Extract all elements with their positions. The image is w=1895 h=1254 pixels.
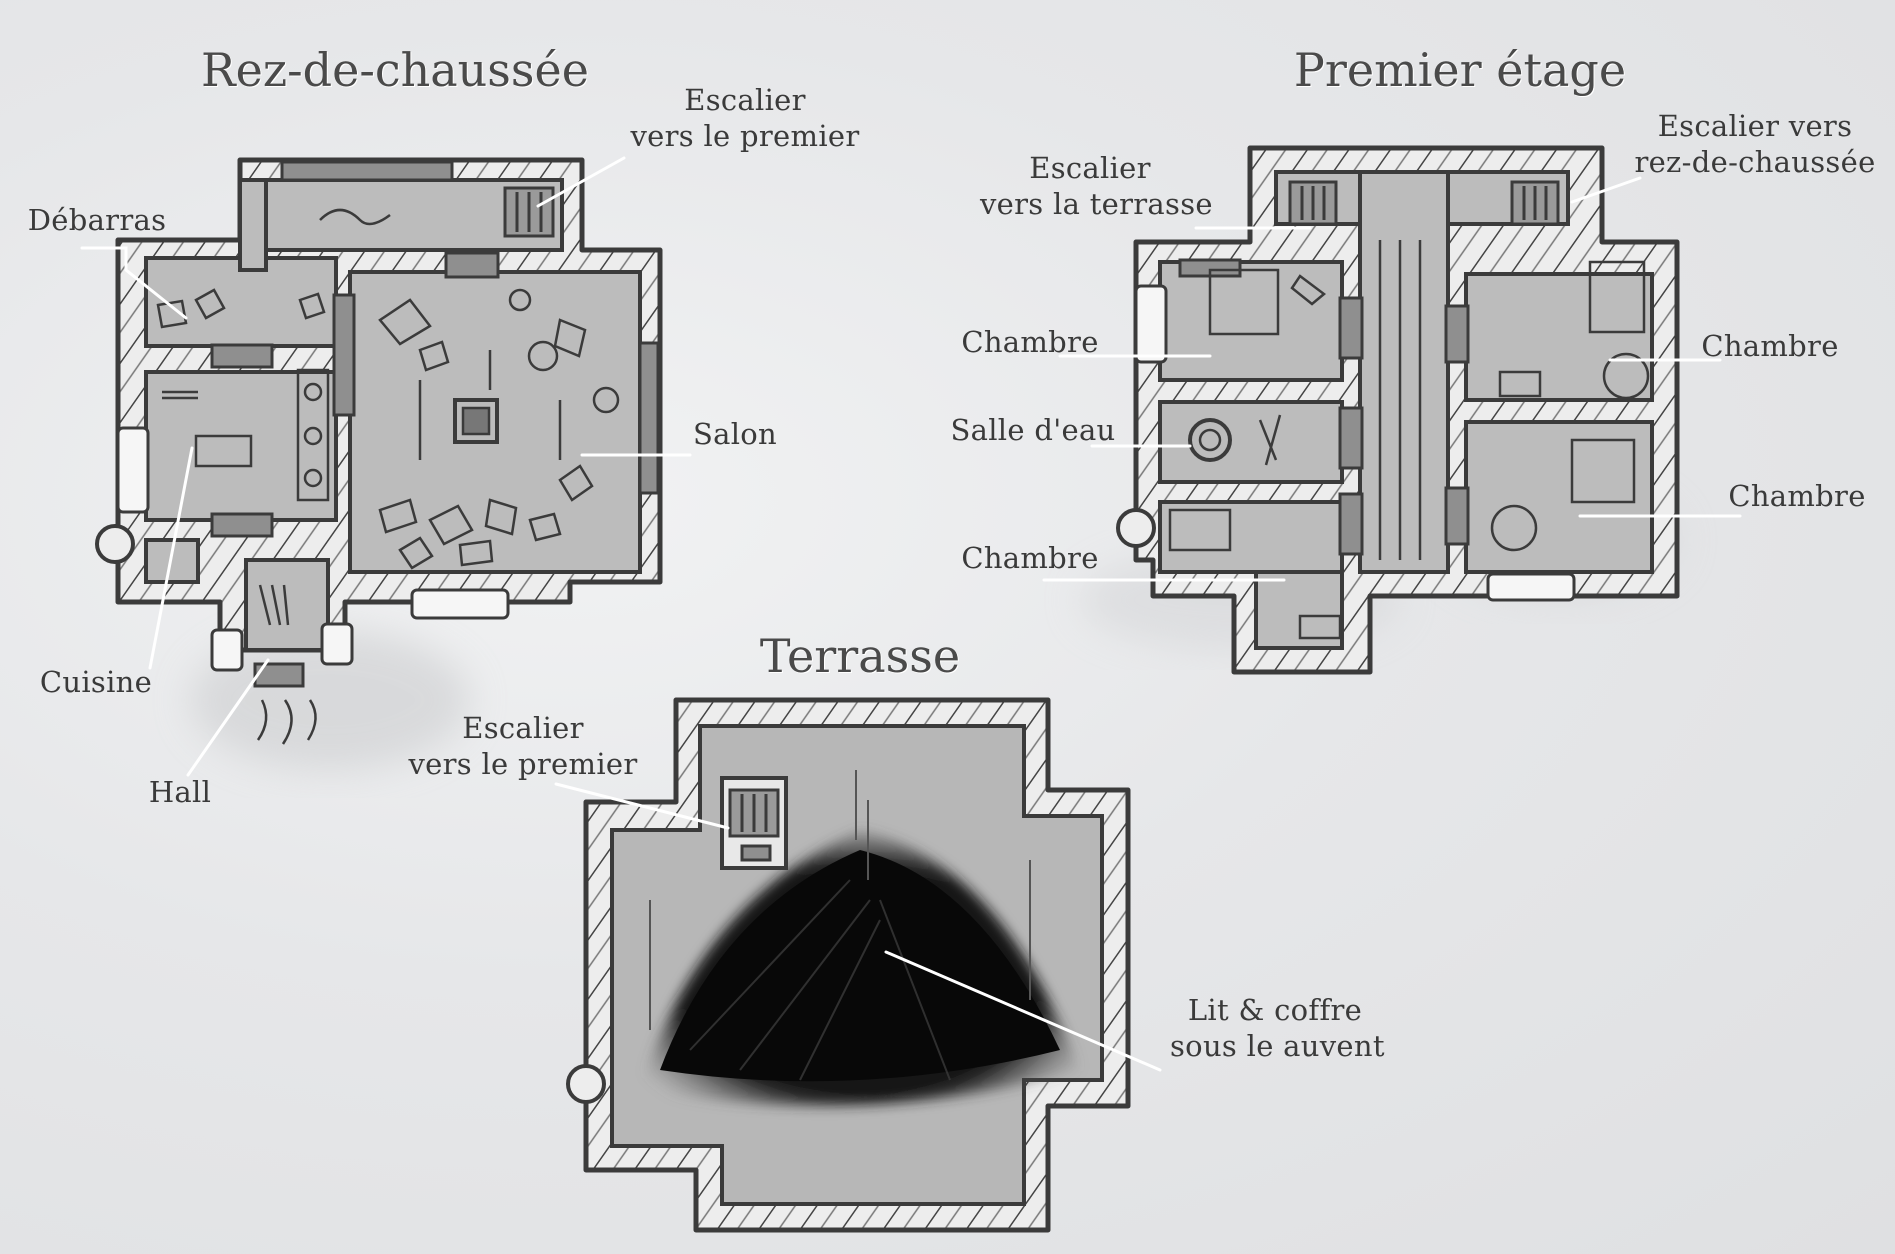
label-first-bathroom: Salle d'eau [950,413,1116,447]
first-room-bedroom-se [1464,420,1654,574]
first-room-bedroom-nw [1158,260,1344,382]
first-room-bedroom-ne [1464,272,1654,402]
leader-ground-stairs [536,156,626,208]
label-first-stairs-terrace-line2: vers la terrasse [980,187,1213,221]
first-floor-plan [1116,145,1680,675]
label-terrace-bed-line1: Lit & coffre [1187,993,1363,1027]
label-first-stairs-terrace-line1: Escalier [1029,151,1151,185]
label-first-bedroom-sw: Chambre [961,541,1099,575]
label-first-stairs-terrace: Escalier vers la terrasse [980,150,1213,222]
label-first-bedroom-nw: Chambre [961,325,1099,359]
label-terrace-bed-line2: sous le auvent [1170,1029,1385,1063]
label-terrace-stairs-line2: vers le premier [408,747,638,781]
terrace-plan [566,697,1131,1233]
label-terrace-stairs-line1: Escalier [462,711,584,745]
leader-terrace-bed [884,950,1162,1072]
label-ground-storage: Débarras [27,203,167,237]
label-terrace-bed: Lit & coffre sous le auvent [1170,992,1385,1064]
terrace-round-bump [566,1064,606,1104]
first-doors [1178,258,1470,556]
ground-floor-title: Rez-de-chaussée [201,43,589,97]
ground-doors [210,160,660,688]
leader-terrace-stairs [554,782,730,830]
label-ground-stairs-line2: vers le premier [630,119,860,153]
ground-round-bump [95,524,135,564]
label-first-bedroom-ne: Chambre [1701,329,1839,363]
first-furniture [1168,240,1650,640]
label-first-stairs-down-line1: Escalier vers [1657,109,1853,143]
label-first-stairs-down-line2: rez-de-chaussée [1634,145,1876,179]
label-first-stairs-down: Escalier vers rez-de-chaussée [1630,108,1880,180]
terrace-title: Terrasse [759,629,961,683]
ground-room-kitchen [144,370,338,522]
first-stairs [1288,180,1560,226]
ground-windows [116,426,510,672]
first-room-corridor [1358,170,1450,574]
ground-floor-plan [95,157,663,745]
first-round-bump [1116,508,1156,548]
terrace-awning [640,830,1080,1106]
label-ground-stairs: Escalier vers le premier [620,82,870,154]
first-room-bathroom [1158,400,1344,484]
ground-room-west-strip [238,178,268,272]
label-ground-hall: Hall [148,775,212,809]
ground-stairs [503,186,555,238]
label-first-bedroom-se: Chambre [1728,479,1866,513]
terrace-stairs [720,776,788,870]
ground-furniture [156,208,620,745]
label-ground-salon: Salon [692,417,778,451]
label-ground-kitchen: Cuisine [39,665,153,699]
label-ground-stairs-line1: Escalier [684,83,806,117]
first-floor-title: Premier étage [1293,43,1627,97]
label-terrace-stairs: Escalier vers le premier [408,710,638,782]
ground-rooms [144,178,642,652]
leader-ground-kitchen [148,446,194,670]
first-room-bedroom-sw [1158,500,1344,574]
first-windows [1134,284,1576,602]
leader-ground-storage [80,246,188,320]
leader-first-stairs-down [1570,176,1642,204]
leader-lines [80,156,1742,1072]
leader-ground-hall [186,658,270,777]
terrace-sketch-lines [649,770,1031,1030]
